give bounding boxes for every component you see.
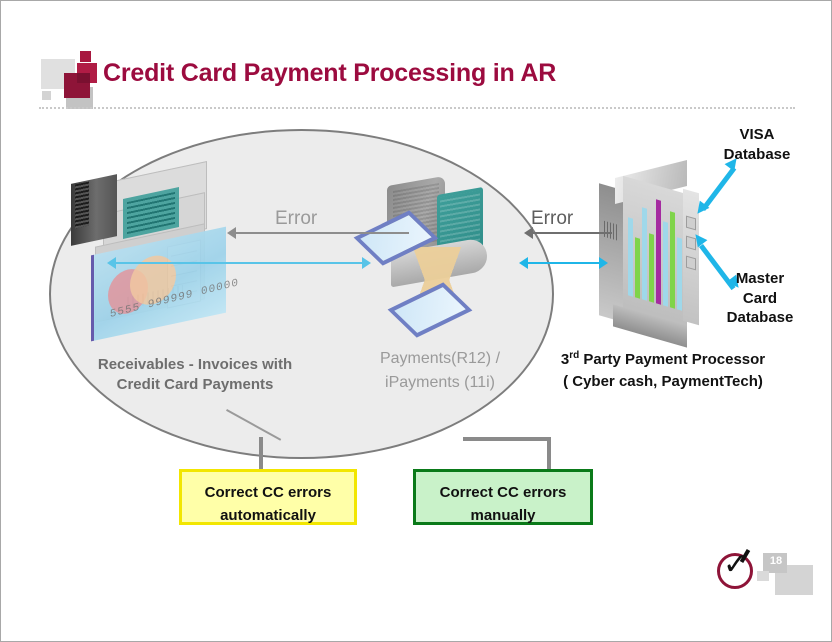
label-mastercard-line3: Database: [726, 309, 794, 326]
label-mastercard-line2: Card: [742, 289, 778, 307]
callout-manual-line2: manually: [470, 506, 536, 524]
flow-arrow-right-head-west: [519, 257, 528, 269]
error-label-right: Error: [531, 208, 574, 229]
callout-correct-cc-errors-manually[interactable]: Correct CC errors manually: [413, 469, 593, 525]
label-receivables: Receivables - Invoices with Credit Card …: [65, 355, 325, 396]
label-processor-ordinal: 3: [560, 351, 570, 368]
flow-arrow-right-head-east: [599, 257, 608, 269]
server-bar: [656, 199, 661, 305]
callout-correct-cc-errors-automatically[interactable]: Correct CC errors automatically: [179, 469, 357, 525]
server-bar: [642, 207, 647, 301]
server-bar: [670, 211, 675, 309]
error-arrow-right-head: [524, 227, 533, 239]
label-processor-rest: Party Payment Processor: [579, 351, 766, 368]
server-bar: [649, 233, 654, 303]
title-divider: [39, 107, 795, 109]
brand-logo-icon: [41, 51, 103, 109]
error-arrow-right-shaft: [530, 232, 612, 234]
receivables-clipart: 5555 999999 00000: [71, 161, 251, 344]
page-title: Credit Card Payment Processing in AR: [103, 59, 557, 87]
callout-connector-right-vertical: [547, 437, 551, 471]
label-payment-processor: 3rd Party Payment Processor ( Cyber cash…: [513, 349, 813, 393]
footer-square-small: [757, 571, 769, 581]
callout-auto-line2: automatically: [220, 506, 316, 524]
server-bar: [635, 237, 640, 299]
flow-arrow-right-shaft: [526, 262, 602, 264]
label-visa-line2: Database: [723, 145, 791, 163]
callout-connector-right-horizontal: [463, 437, 551, 441]
visa-arrow-shaft: [701, 166, 737, 212]
callout-auto-line1: Correct CC errors: [204, 484, 332, 501]
label-receivables-line1: Receivables - Invoices with: [97, 356, 293, 373]
flow-arrow-left-head-east: [362, 257, 371, 269]
server-bar: [677, 237, 682, 311]
logo-square-small-red: [80, 51, 91, 62]
logo-square-overlap: [77, 73, 90, 83]
computer-vent-icon: [75, 181, 89, 229]
footer-brand-mark: 18 ✓: [717, 548, 817, 595]
callout-manual-line1: Correct CC errors: [439, 484, 567, 501]
label-processor-line2: ( Cyber cash, PaymentTech): [563, 372, 763, 390]
label-payments-line2: iPayments (11i): [385, 374, 495, 391]
payments-system-clipart: [353, 175, 529, 341]
flow-arrow-left-shaft: [114, 262, 366, 264]
server-bar: [628, 217, 633, 297]
error-arrow-left-head: [227, 227, 236, 239]
label-receivables-line2: Credit Card Payments: [116, 376, 274, 394]
label-mastercard-line1: Master: [735, 270, 785, 287]
checkmark-circle-icon: [717, 553, 753, 589]
error-label-left: Error: [275, 208, 318, 229]
server-bar: [663, 221, 668, 307]
logo-square-tiny-grey: [42, 91, 51, 100]
label-payments-line1: Payments(R12) /: [379, 350, 501, 367]
payment-processor-server-icon: [599, 160, 699, 348]
label-visa-line1: VISA: [739, 126, 775, 143]
page-number: 18: [769, 555, 783, 567]
label-mastercard-database: Master Card Database: [701, 269, 819, 328]
error-arrow-left-shaft: [233, 232, 409, 234]
label-processor-superscript: rd: [569, 350, 580, 361]
server-side-panel: [599, 183, 625, 323]
visa-database-arrow: [692, 154, 742, 219]
label-payments: Payments(R12) / iPayments (11i): [345, 347, 535, 395]
label-visa-database: VISA Database: [691, 125, 823, 164]
label-processor-line1: 3rd Party Payment Processor: [513, 349, 813, 371]
footer-square-medium: [763, 553, 787, 573]
flow-arrow-left-head-west: [107, 257, 116, 269]
callout-connector-left-vertical: [259, 437, 263, 471]
